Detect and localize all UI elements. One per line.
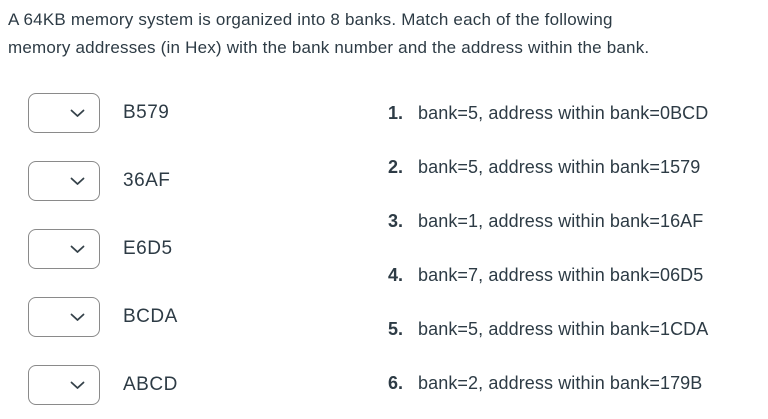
prompt-row-e6d5: E6D5 (28, 229, 178, 269)
bank-select-bcda[interactable] (28, 297, 100, 337)
option-text: bank=5, address within bank=0BCD (418, 103, 709, 123)
question-text-line-1: A 64KB memory system is organized into 8… (8, 10, 613, 29)
bank-select-36af[interactable] (28, 161, 100, 201)
question-text: A 64KB memory system is organized into 8… (8, 6, 649, 62)
option-text: bank=5, address within bank=1579 (418, 157, 701, 177)
bank-select-b579[interactable] (28, 93, 100, 133)
option-item-5: 5. bank=5, address within bank=1CDA (388, 318, 708, 340)
bank-select-e6d5[interactable] (28, 229, 100, 269)
chevron-down-icon (70, 245, 85, 254)
chevron-down-icon (70, 177, 85, 186)
options-column: 1. bank=5, address within bank=0BCD 2. b… (388, 102, 708, 394)
option-number: 2. (388, 157, 404, 177)
option-number: 5. (388, 319, 404, 339)
prompt-address-label: 36AF (123, 170, 171, 191)
option-text: bank=7, address within bank=06D5 (418, 265, 704, 285)
option-number: 4. (388, 265, 404, 285)
prompt-address-label: ABCD (123, 374, 178, 395)
question-text-line-2: memory addresses (in Hex) with the bank … (8, 38, 650, 57)
option-number: 1. (388, 103, 404, 123)
prompt-row-b579: B579 (28, 93, 178, 133)
chevron-down-icon (70, 109, 85, 118)
option-item-6: 6. bank=2, address within bank=179B (388, 372, 708, 394)
option-number: 6. (388, 373, 404, 393)
option-text: bank=1, address within bank=16AF (418, 211, 704, 231)
prompt-address-label: BCDA (123, 306, 178, 327)
prompt-row-abcd: ABCD (28, 365, 178, 405)
prompt-row-36af: 36AF (28, 161, 178, 201)
prompt-row-bcda: BCDA (28, 297, 178, 337)
option-number: 3. (388, 211, 404, 231)
chevron-down-icon (70, 381, 85, 390)
option-item-1: 1. bank=5, address within bank=0BCD (388, 102, 708, 124)
prompt-address-label: B579 (123, 102, 170, 123)
option-item-2: 2. bank=5, address within bank=1579 (388, 156, 708, 178)
option-text: bank=2, address within bank=179B (418, 373, 703, 393)
prompts-column: B579 36AF E6D5 (28, 93, 178, 405)
prompt-address-label: E6D5 (123, 238, 173, 259)
bank-select-abcd[interactable] (28, 365, 100, 405)
chevron-down-icon (70, 313, 85, 322)
option-item-3: 3. bank=1, address within bank=16AF (388, 210, 708, 232)
option-text: bank=5, address within bank=1CDA (418, 319, 709, 339)
option-item-4: 4. bank=7, address within bank=06D5 (388, 264, 708, 286)
